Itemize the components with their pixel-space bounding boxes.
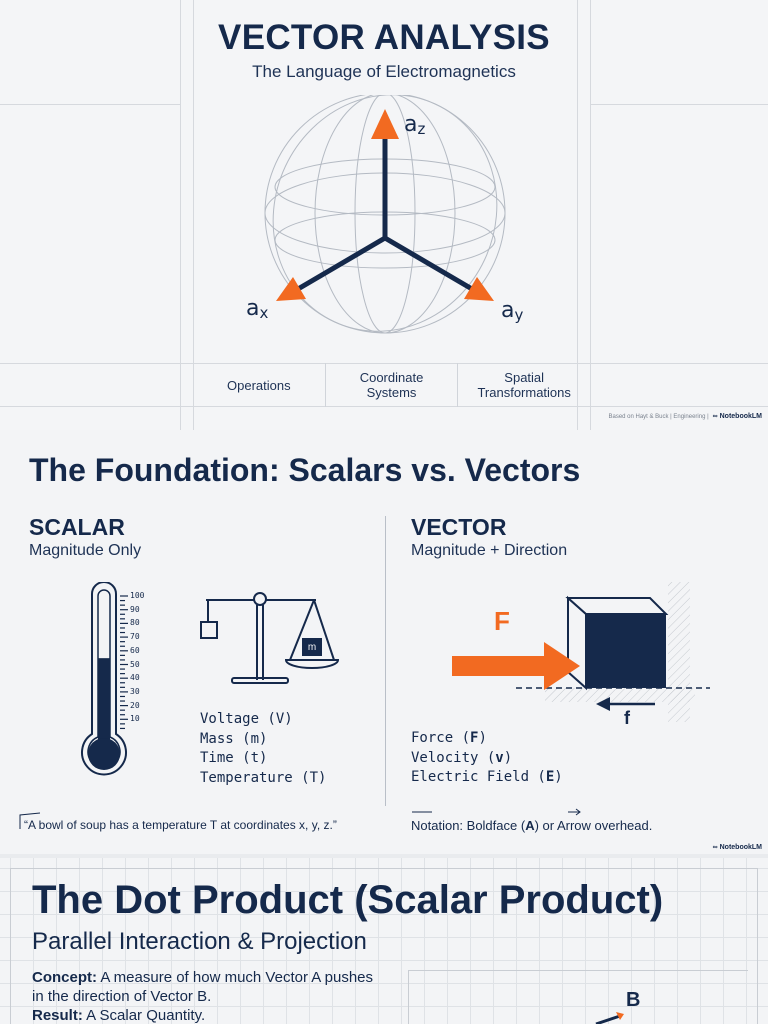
thermometer-tick-label: 90: [130, 604, 140, 614]
vector-b-label: B: [626, 989, 641, 1011]
thermometer-tick-label: 40: [130, 673, 140, 683]
list-item: Velocity (v): [411, 749, 513, 766]
footer-credit: Based on Hayt & Buck | Engineering | ∞ N…: [608, 413, 762, 420]
arrow-overhead-icon: [412, 808, 581, 816]
force-arrow: [452, 642, 580, 690]
grid-line: [590, 0, 591, 430]
list-item: Time (t): [200, 750, 268, 766]
thermometer-tick-label: 30: [130, 686, 140, 696]
thermometer-scale: 100 90 80 70 60 50 40 30 20 10: [130, 582, 160, 787]
dot-product-diagram-panel: [408, 970, 748, 1024]
grid-line: [0, 406, 768, 407]
notation-text: Notation: Boldface (A) or Arrow overhead…: [411, 818, 653, 833]
slide-frame: [10, 868, 758, 1024]
grid-line: [0, 104, 180, 105]
slide-dot-product: The Dot Product (Scalar Product) Paralle…: [0, 858, 768, 1024]
force-block-diagram: [452, 582, 710, 722]
grid-line: [577, 0, 578, 430]
scalar-subheading: Magnitude Only: [29, 542, 142, 559]
list-item: Force (F): [411, 730, 487, 746]
notebooklm-logo: ∞ NotebookLM: [712, 844, 762, 851]
grid-line: [193, 0, 194, 430]
thermometer-icon: [81, 582, 128, 776]
y-axis-line: [382, 235, 475, 292]
x-axis-line: [295, 235, 388, 292]
slide-vector-analysis: VECTOR ANALYSIS The Language of Electrom…: [0, 0, 768, 430]
page-subtitle: The Language of Electromagnetics: [252, 62, 516, 81]
vector-examples-list: Force (F) Velocity (v) Electric Field (E…: [411, 729, 563, 788]
weight-label: m: [307, 642, 317, 653]
scalar-examples-list: Voltage (V) Mass (m) Time (t) Temperatur…: [200, 710, 326, 788]
vector-b-arrow: [595, 1012, 624, 1024]
slide-subtitle: Parallel Interaction & Projection: [32, 928, 367, 955]
concept-text: Concept: A measure of how much Vector A …: [32, 969, 373, 1024]
thermometer-tick-label: 70: [130, 632, 140, 642]
column-divider: [385, 516, 386, 806]
friction-label: f: [624, 708, 630, 728]
topic-operations: Operations: [193, 363, 326, 407]
x-arrowhead: [276, 277, 306, 301]
page-title: VECTOR ANALYSIS: [218, 18, 550, 57]
grid-line: [0, 363, 768, 364]
slide-title: The Dot Product (Scalar Product): [32, 878, 664, 922]
list-item: Voltage (V): [200, 711, 293, 727]
thermometer-tick-label: 10: [130, 714, 140, 724]
thermometer-tick-label: 80: [130, 618, 140, 628]
ax-label: ax: [246, 296, 269, 322]
slide-title: The Foundation: Scalars vs. Vectors: [29, 452, 581, 488]
z-arrowhead: [371, 109, 399, 139]
notebooklm-logo: ∞ NotebookLM: [712, 413, 762, 420]
scalar-heading: SCALAR: [29, 514, 125, 540]
thermometer-tick-label: 50: [130, 659, 140, 669]
az-label: az: [404, 112, 426, 138]
list-item: Electric Field (E): [411, 769, 563, 785]
vector-subheading: Magnitude + Direction: [411, 542, 568, 559]
quote-text: “A bowl of soup has a temperature T at c…: [24, 818, 337, 832]
list-item: Temperature (T): [200, 769, 327, 786]
grid-line: [180, 0, 181, 430]
ay-label: ay: [501, 298, 524, 324]
thermometer-tick-label: 100: [130, 591, 145, 600]
coordinate-axes-diagram: [264, 95, 506, 334]
axis-lines: [295, 130, 475, 292]
thermometer-tick-label: 60: [130, 645, 140, 655]
force-label: F: [494, 606, 510, 636]
vector-heading: VECTOR: [411, 514, 507, 540]
thermometer-level: [98, 658, 110, 744]
grid-line: [590, 104, 768, 105]
quote-bracket-icon: [19, 812, 41, 829]
axis-arrowheads: [276, 109, 494, 301]
friction-arrow: [596, 697, 610, 711]
thermometer-tick-label: 20: [130, 700, 140, 710]
y-arrowhead: [464, 277, 494, 301]
slide-scalars-vs-vectors: The Foundation: Scalars vs. Vectors SCAL…: [0, 430, 768, 854]
list-item: Mass (m): [200, 730, 268, 747]
balance-scale-icon: [200, 592, 340, 684]
